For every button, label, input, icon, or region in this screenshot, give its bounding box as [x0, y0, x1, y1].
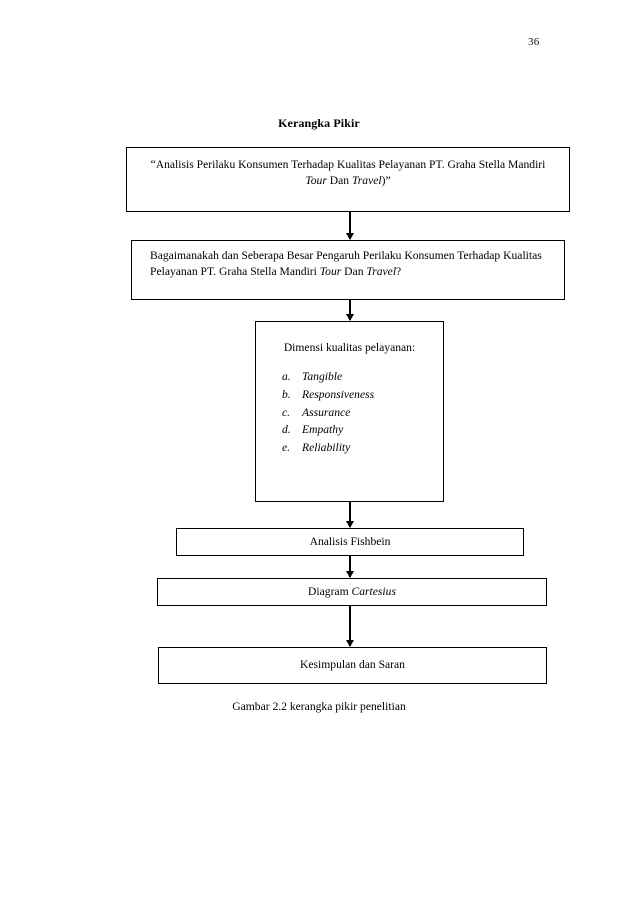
list-item: e. Reliability — [282, 439, 443, 457]
page-number: 36 — [528, 36, 540, 48]
arrow-dimensions-to-fishbein — [349, 502, 351, 527]
cartesius-text: Diagram Cartesius — [298, 584, 406, 600]
flow-box-title-text: “Analisis Perilaku Konsumen Terhadap Kua… — [127, 148, 569, 190]
arrow-title-to-question — [349, 212, 351, 239]
list-item-marker: a. — [282, 370, 291, 384]
cartesius-text-italic: Cartesius — [351, 584, 396, 598]
title-line-2-part-c: )” — [381, 174, 391, 188]
list-item-marker: b. — [282, 388, 291, 402]
list-item-label: Empathy — [302, 423, 344, 437]
figure-caption: Gambar 2.2 kerangka pikir penelitian — [232, 700, 406, 713]
question-line-2-part-b: Dan — [341, 265, 364, 279]
flow-box-cartesius: Diagram Cartesius — [157, 578, 547, 606]
flow-box-dimensions: Dimensi kualitas pelayanan: a. Tangible b… — [255, 321, 444, 502]
list-item: d. Empathy — [282, 421, 443, 439]
section-heading: Kerangka Pikir — [278, 116, 360, 130]
list-item-marker: d. — [282, 423, 291, 437]
dimensions-title: Dimensi kualitas pelayanan: — [283, 341, 416, 354]
title-line-2-part-a: Mandiri — [508, 158, 546, 171]
list-item-marker: c. — [282, 405, 291, 419]
arrow-question-to-dimensions — [349, 300, 351, 320]
flow-box-conclusion: Kesimpulan dan Saran — [158, 647, 547, 684]
list-item-label: Reliability — [302, 440, 351, 454]
question-line-1: Bagaimanakah dan Seberapa Besar Pengaruh… — [150, 249, 455, 262]
list-item-label: Responsiveness — [302, 388, 375, 402]
flow-box-title: “Analisis Perilaku Konsumen Terhadap Kua… — [126, 147, 570, 212]
list-item-label: Assurance — [302, 405, 351, 419]
flow-box-question-text: Bagaimanakah dan Seberapa Besar Pengaruh… — [132, 241, 564, 281]
title-line-2-part-b: Dan — [326, 174, 352, 188]
dimensions-list: a.Tangible b.Responsiveness c.Assurance … — [256, 368, 443, 456]
flow-box-question: Bagaimanakah dan Seberapa Besar Pengaruh… — [131, 240, 565, 300]
question-line-3-part-b: ? — [396, 265, 402, 279]
title-line-2-italic-tour: Tour — [305, 174, 327, 188]
list-item-label: Tangible — [302, 370, 343, 384]
list-item: b. Responsiveness — [282, 386, 443, 404]
title-line-1: “Analisis Perilaku Konsumen Terhadap Kua… — [150, 158, 506, 171]
question-line-3-italic-travel: Travel — [366, 265, 397, 279]
cartesius-text-part-a: Diagram — [308, 584, 352, 598]
arrow-cartesius-to-conclusion — [349, 606, 351, 646]
list-item: c. Assurance — [282, 404, 443, 422]
list-item: a. Tangible — [282, 368, 443, 386]
question-line-2-part-a: Terhadap Kualitas Pelayanan PT. Graha St… — [150, 249, 542, 279]
title-line-2-italic-travel: Travel — [351, 174, 382, 188]
fishbein-text: Analisis Fishbein — [309, 534, 391, 548]
list-item-marker: e. — [282, 440, 291, 454]
arrow-fishbein-to-cartesius — [349, 556, 351, 577]
conclusion-text: Kesimpulan dan Saran — [300, 658, 405, 672]
flow-box-fishbein: Analisis Fishbein — [176, 528, 524, 556]
question-line-2-italic-tour: Tour — [319, 265, 342, 279]
